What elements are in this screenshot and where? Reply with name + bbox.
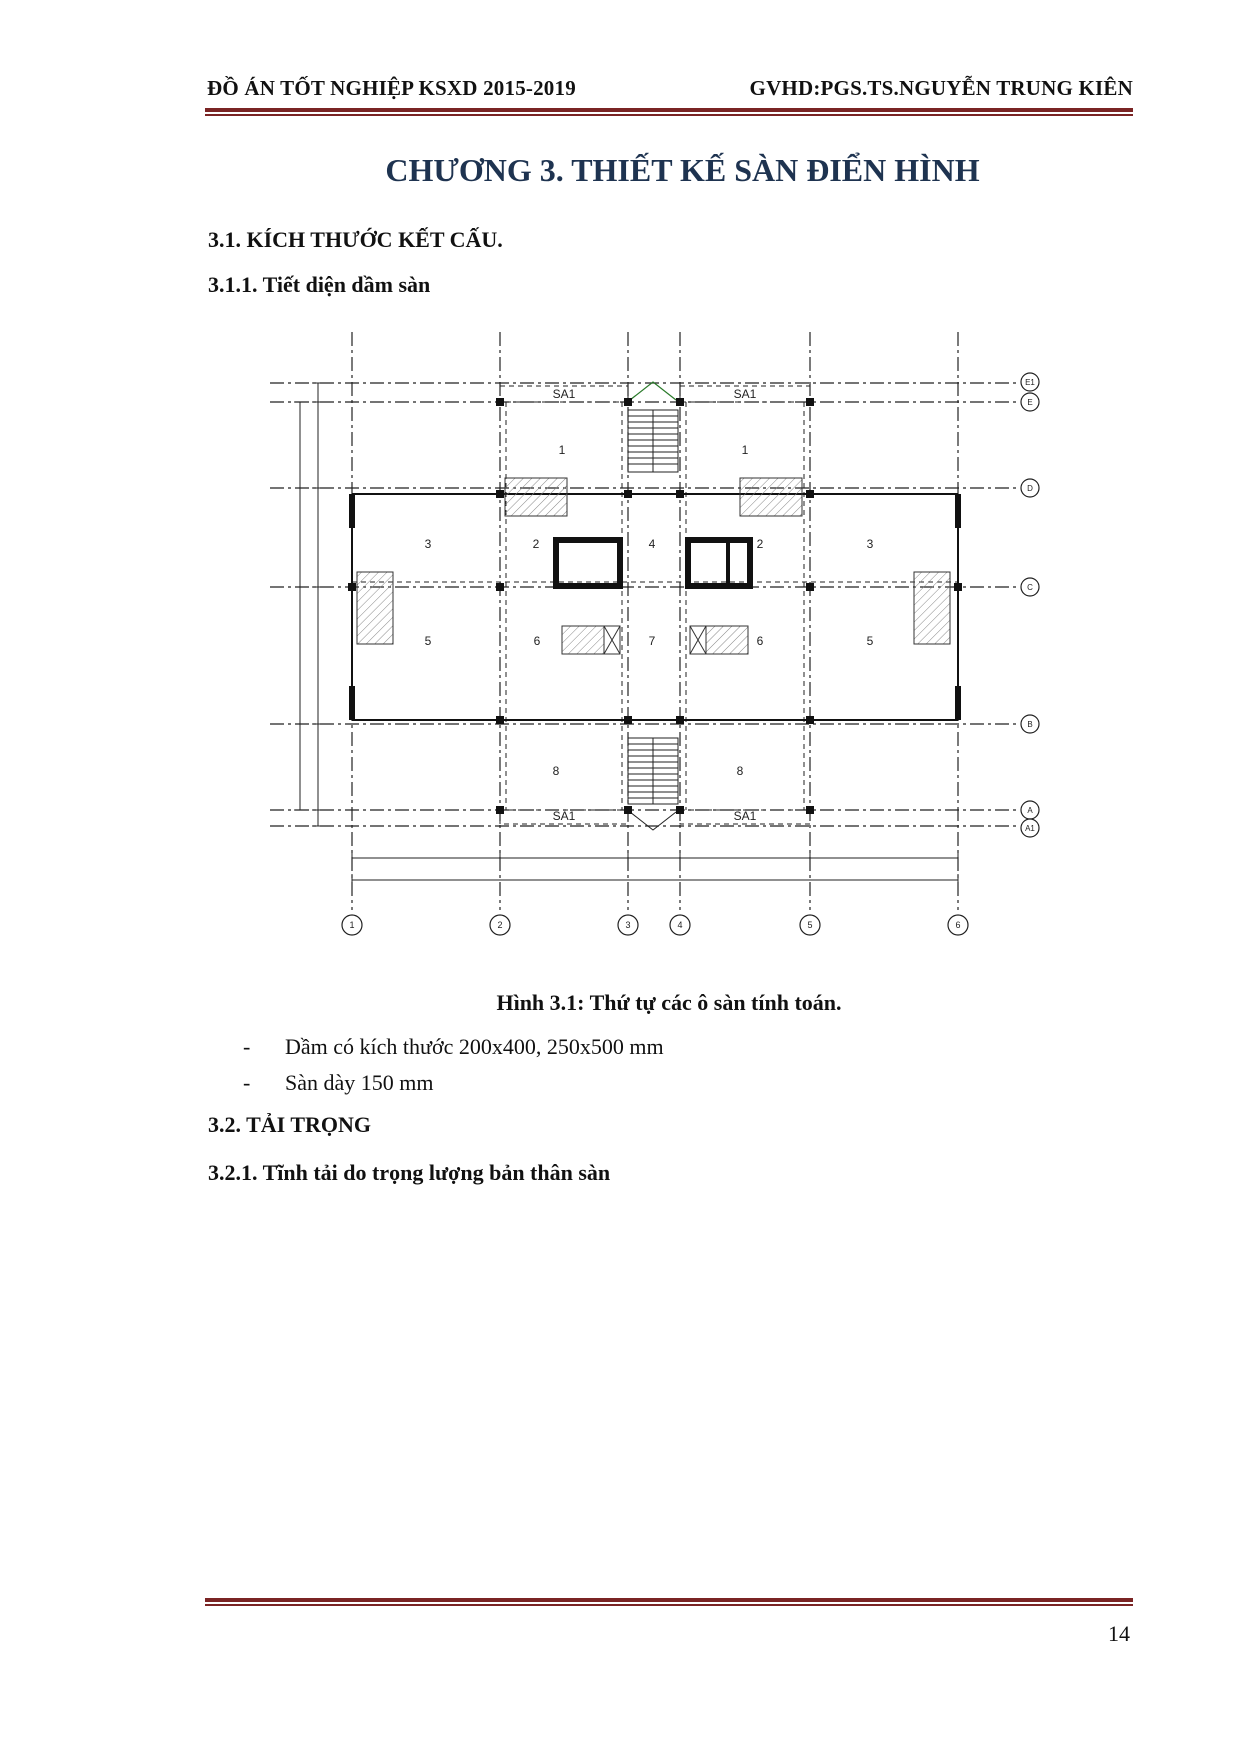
- grid-y-c: C: [1027, 583, 1033, 592]
- slab-label-2-left: 2: [533, 537, 540, 551]
- grid-y-a1: A1: [1025, 824, 1035, 833]
- grid-x-1: 1: [349, 920, 354, 930]
- grid-x-6: 6: [955, 920, 960, 930]
- slab-label-5-left: 5: [425, 634, 432, 648]
- header-rule: [205, 108, 1133, 112]
- slab-label-sa1-bottom-left: SA1: [553, 809, 576, 823]
- grid-x-4: 4: [677, 920, 682, 930]
- grid-x-3: 3: [625, 920, 630, 930]
- bullet-dash: -: [243, 1034, 251, 1059]
- bullet-text: Dầm có kích thước 200x400, 250x500 mm: [285, 1034, 664, 1059]
- slab-label-8-left: 8: [553, 764, 560, 778]
- slab-label-sa1-top-left: SA1: [553, 387, 576, 401]
- openings: [356, 477, 951, 655]
- section-3-1-1-heading: 3.1.1. Tiết diện dầm sàn: [208, 272, 431, 297]
- grid-bubbles-x: 1 2 3 4 5 6: [341, 914, 969, 936]
- grid-x-5: 5: [807, 920, 812, 930]
- slab-label-2-right: 2: [757, 537, 764, 551]
- bullet-item-slab-thickness: - Sàn dày 150 mm: [243, 1070, 434, 1096]
- slab-label-3-left: 3: [425, 537, 432, 551]
- slab-label-7: 7: [649, 634, 656, 648]
- slab-label-sa1-top-right: SA1: [734, 387, 757, 401]
- bullet-item-beam-size: - Dầm có kích thước 200x400, 250x500 mm: [243, 1034, 664, 1060]
- chapter-title: CHƯƠNG 3. THIẾT KẾ SÀN ĐIỂN HÌNH: [385, 152, 980, 188]
- grid-x-2: 2: [497, 920, 502, 930]
- section-3-1-heading: 3.1. KÍCH THƯỚC KẾT CẤU.: [208, 227, 503, 252]
- slab-label-6-right: 6: [757, 634, 764, 648]
- bullet-dash: -: [243, 1070, 251, 1095]
- slab-label-8-right: 8: [737, 764, 744, 778]
- footer-rule: [205, 1598, 1133, 1602]
- dimension-lines: [299, 383, 958, 881]
- section-3-2-heading: 3.2. TẢI TRỌNG: [208, 1112, 372, 1137]
- slab-label-1-right: 1: [742, 443, 749, 457]
- columns: [348, 398, 962, 814]
- slab-label-6-left: 6: [534, 634, 541, 648]
- grid-y-e1: E1: [1025, 378, 1035, 387]
- page-number: 14: [1108, 1621, 1130, 1646]
- core-walls: [553, 537, 753, 589]
- figure-caption: Hình 3.1: Thứ tự các ô sàn tính toán.: [496, 990, 842, 1015]
- slab-label-1-left: 1: [559, 443, 566, 457]
- header-right: GVHD:PGS.TS.NGUYỄN TRUNG KIÊN: [749, 76, 1133, 100]
- grid-y-e: E: [1027, 398, 1032, 407]
- grid-bubbles-y: E1 E D C B A A1: [1020, 372, 1040, 838]
- grid-y-b: B: [1027, 720, 1032, 729]
- section-3-2-1-heading: 3.2.1. Tĩnh tải do trọng lượng bản thân …: [208, 1160, 611, 1185]
- bullet-text: Sàn dày 150 mm: [285, 1070, 434, 1095]
- slab-label-3-right: 3: [867, 537, 874, 551]
- grid-y-a: A: [1027, 806, 1033, 815]
- grid-y-d: D: [1027, 484, 1033, 493]
- header-left: ĐỒ ÁN TỐT NGHIỆP KSXD 2015-2019: [207, 76, 576, 100]
- slab-label-4: 4: [649, 537, 656, 551]
- beams: [351, 493, 959, 721]
- stairs: [627, 409, 679, 805]
- slab-label-5-right: 5: [867, 634, 874, 648]
- header-rule-thin: [205, 114, 1133, 116]
- slab-label-sa1-bottom-right: SA1: [734, 809, 757, 823]
- floor-plan-figure: SA1 SA1 SA1 SA1 1 1 2 2 3 3 4 5 5 6 6 7 …: [270, 332, 1040, 936]
- footer-rule-thin: [205, 1604, 1133, 1606]
